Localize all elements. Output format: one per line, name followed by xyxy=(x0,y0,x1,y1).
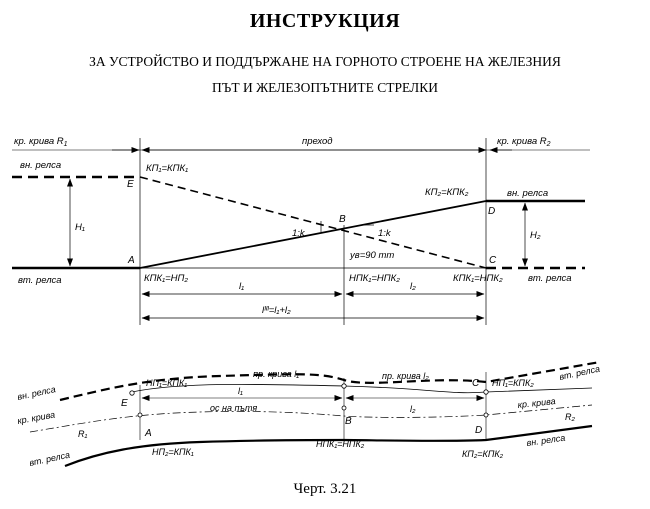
point-d-label: D xyxy=(488,206,495,217)
plan-point-d-label: D xyxy=(475,425,482,436)
inner-rail-right-label: вн. релса xyxy=(507,188,548,199)
point-c-label: C xyxy=(489,255,497,266)
plan-r2-label: R₂ xyxy=(565,412,575,422)
ramp-a-to-d xyxy=(139,200,487,269)
plan-point-b-label: B xyxy=(345,416,352,427)
curve-r1-label: кр. крива R1 xyxy=(14,136,68,148)
yb-label: yв=90 mm xyxy=(349,250,394,261)
h1-label: H₁ xyxy=(75,222,85,233)
plan-track-axis-label: ос на пътя xyxy=(210,403,257,413)
plan-point-e-label: E xyxy=(121,398,128,409)
point-a-label: A xyxy=(127,255,135,266)
plan-inner-rail-left-label: вн. релса xyxy=(16,384,56,402)
kpk1-np2-label: КПК₁=НП₂ xyxy=(144,273,188,284)
slope-right-label: 1:k xyxy=(378,228,392,239)
plan-point-c-label: C xyxy=(472,378,480,389)
plan-curve-r1-label: кр. крива xyxy=(17,410,56,426)
plan-l1-label: l₁ xyxy=(238,386,243,396)
point-b-label: B xyxy=(339,214,346,225)
npk1-npk2-label: НПК₁=НПК₂ xyxy=(349,273,400,284)
plan-marker-c xyxy=(483,389,489,395)
lsum-label: lᴵᴵᴵ=l₁+l₂ xyxy=(262,305,291,316)
plan-marker-a xyxy=(137,412,143,418)
curve-r2-label: кр. крива R2 xyxy=(497,136,551,148)
l2-label: l₂ xyxy=(410,281,416,292)
plan-outer-rail xyxy=(64,424,593,468)
plan-tr-curve-l2-label: пр. крива l₂ xyxy=(382,371,429,381)
plan-tr-curve-l1-label: пр. крива l₁ xyxy=(253,369,299,379)
plan-l2-label: l₂ xyxy=(410,404,416,414)
plan-inner-rail-dashed xyxy=(59,360,601,402)
point-e-label: E xyxy=(127,179,134,190)
plan-outer-rail-left-label: вт. релса xyxy=(28,450,70,468)
kpk1-npk2-label: КПК₁=НПК₂ xyxy=(453,273,503,284)
kp2-kpk2-label: КП₂=КПК₂ xyxy=(425,187,469,198)
plan-marker-e xyxy=(129,390,135,396)
h2-label: H₂ xyxy=(530,230,541,241)
document-title: ИНСТРУКЦИЯ xyxy=(249,10,401,32)
inner-rail-left-label: вн. релса xyxy=(20,160,61,171)
plan-curve-r2-label: кр. крива xyxy=(517,396,556,410)
document-subtitle-line-2: ПЪТ И ЖЕЛЕЗОПЪТНИТЕ СТРЕЛКИ xyxy=(212,80,438,95)
outer-rail-left-label: вт. релса xyxy=(18,275,62,286)
plan-npk1-npk2-label: НПК₁=НПК₂ xyxy=(316,439,365,449)
document-subtitle-line-1: ЗА УСТРОЙСТВО И ПОДДЪРЖАНЕ НА ГОРНОТО СТ… xyxy=(89,54,561,69)
plan-np1-kpk1-label: НП₁=КПК₁ xyxy=(146,378,187,388)
l1-label: l₁ xyxy=(239,281,244,292)
transition-label: преход xyxy=(302,136,333,147)
plan-r1-label: R₁ xyxy=(78,429,87,439)
plan-kp2-kpk2-label: КП₂=КПК₂ xyxy=(462,449,504,459)
ramp-e-to-c-dashed xyxy=(139,176,487,269)
slope-left-label: 1:k xyxy=(292,228,306,239)
plan-np2-kpk1-label: НП₂=КПК₁ xyxy=(152,447,194,457)
plan-point-a-label: A xyxy=(144,428,152,439)
plan-track-axis xyxy=(29,404,593,433)
plan-marker-b-top xyxy=(341,383,347,389)
plan-np1-kpk2-label: НП₁=КПК₂ xyxy=(492,378,534,388)
figure-caption: Черт. 3.21 xyxy=(293,481,357,497)
plan-marker-d xyxy=(483,412,489,418)
plan-marker-b-mid xyxy=(341,405,347,411)
outer-rail-right-label: вт. релса xyxy=(528,273,572,284)
kp1-kpk1-label: КП₁=КПК₁ xyxy=(146,163,188,174)
